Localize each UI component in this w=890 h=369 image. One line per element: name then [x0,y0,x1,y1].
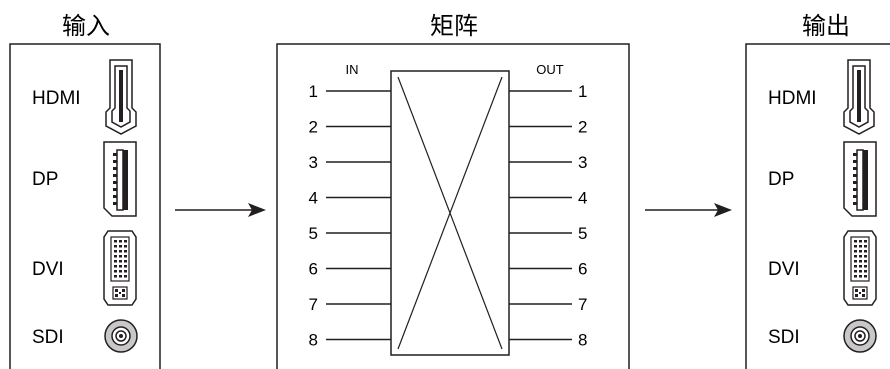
hdmi-connector-icon [105,59,137,135]
matrix-title: 矩阵 [430,12,478,40]
input-title: 输入 [62,12,110,40]
matrix-output-number: 3 [578,153,587,172]
arrow-right-icon [175,203,266,217]
input-port-label-dvi: DVI [32,259,64,280]
input-port-label-hdmi: HDMI [32,88,81,109]
input-port-label-sdi: SDI [32,327,64,348]
output-port-label-sdi: SDI [768,327,800,348]
input-panel: 输入 HDMI DP DVI SDI [9,12,161,369]
matrix-output-number: 6 [578,260,587,279]
matrix-panel-frame [276,43,630,369]
input-port-label-dp: DP [32,169,58,190]
matrix-in-label: IN [346,62,359,77]
output-panel-frame [745,43,890,369]
matrix-output-number: 7 [578,295,587,314]
output-panel: 输出 HDMI DP DVI SDI [745,12,890,369]
matrix-panel: 矩阵 IN OUT 1 1 2 2 3 3 4 4 5 5 6 6 7 7 8 8 [276,12,630,369]
matrix-input-number: 1 [309,82,318,101]
matrix-input-number: 6 [309,260,318,279]
displayport-connector-icon [103,141,137,217]
displayport-connector-icon [843,141,877,217]
output-title: 输出 [802,12,850,40]
matrix-out-label: OUT [536,62,564,77]
matrix-output-number: 8 [578,331,587,350]
dvi-connector-icon [843,230,877,306]
hdmi-connector-icon [843,59,875,135]
matrix-input-number: 5 [309,224,318,243]
matrix-cross-line-b [397,76,503,350]
matrix-output-number: 4 [578,189,587,208]
sdi-bnc-connector-icon [843,319,877,353]
output-port-label-hdmi: HDMI [768,88,817,109]
matrix-input-number: 7 [309,295,318,314]
matrix-input-number: 2 [309,118,318,137]
output-port-label-dp: DP [768,169,794,190]
matrix-output-number: 1 [578,82,587,101]
matrix-input-number: 4 [309,189,318,208]
output-port-label-dvi: DVI [768,259,800,280]
matrix-output-number: 2 [578,118,587,137]
input-panel-frame [9,43,161,369]
dvi-connector-icon [103,230,137,306]
matrix-channels: 1 1 2 2 3 3 4 4 5 5 6 6 7 7 8 8 [309,82,588,350]
matrix-input-number: 3 [309,153,318,172]
matrix-output-number: 5 [578,224,587,243]
matrix-input-number: 8 [309,331,318,350]
sdi-bnc-connector-icon [104,319,138,353]
arrow-right-icon [645,203,732,217]
